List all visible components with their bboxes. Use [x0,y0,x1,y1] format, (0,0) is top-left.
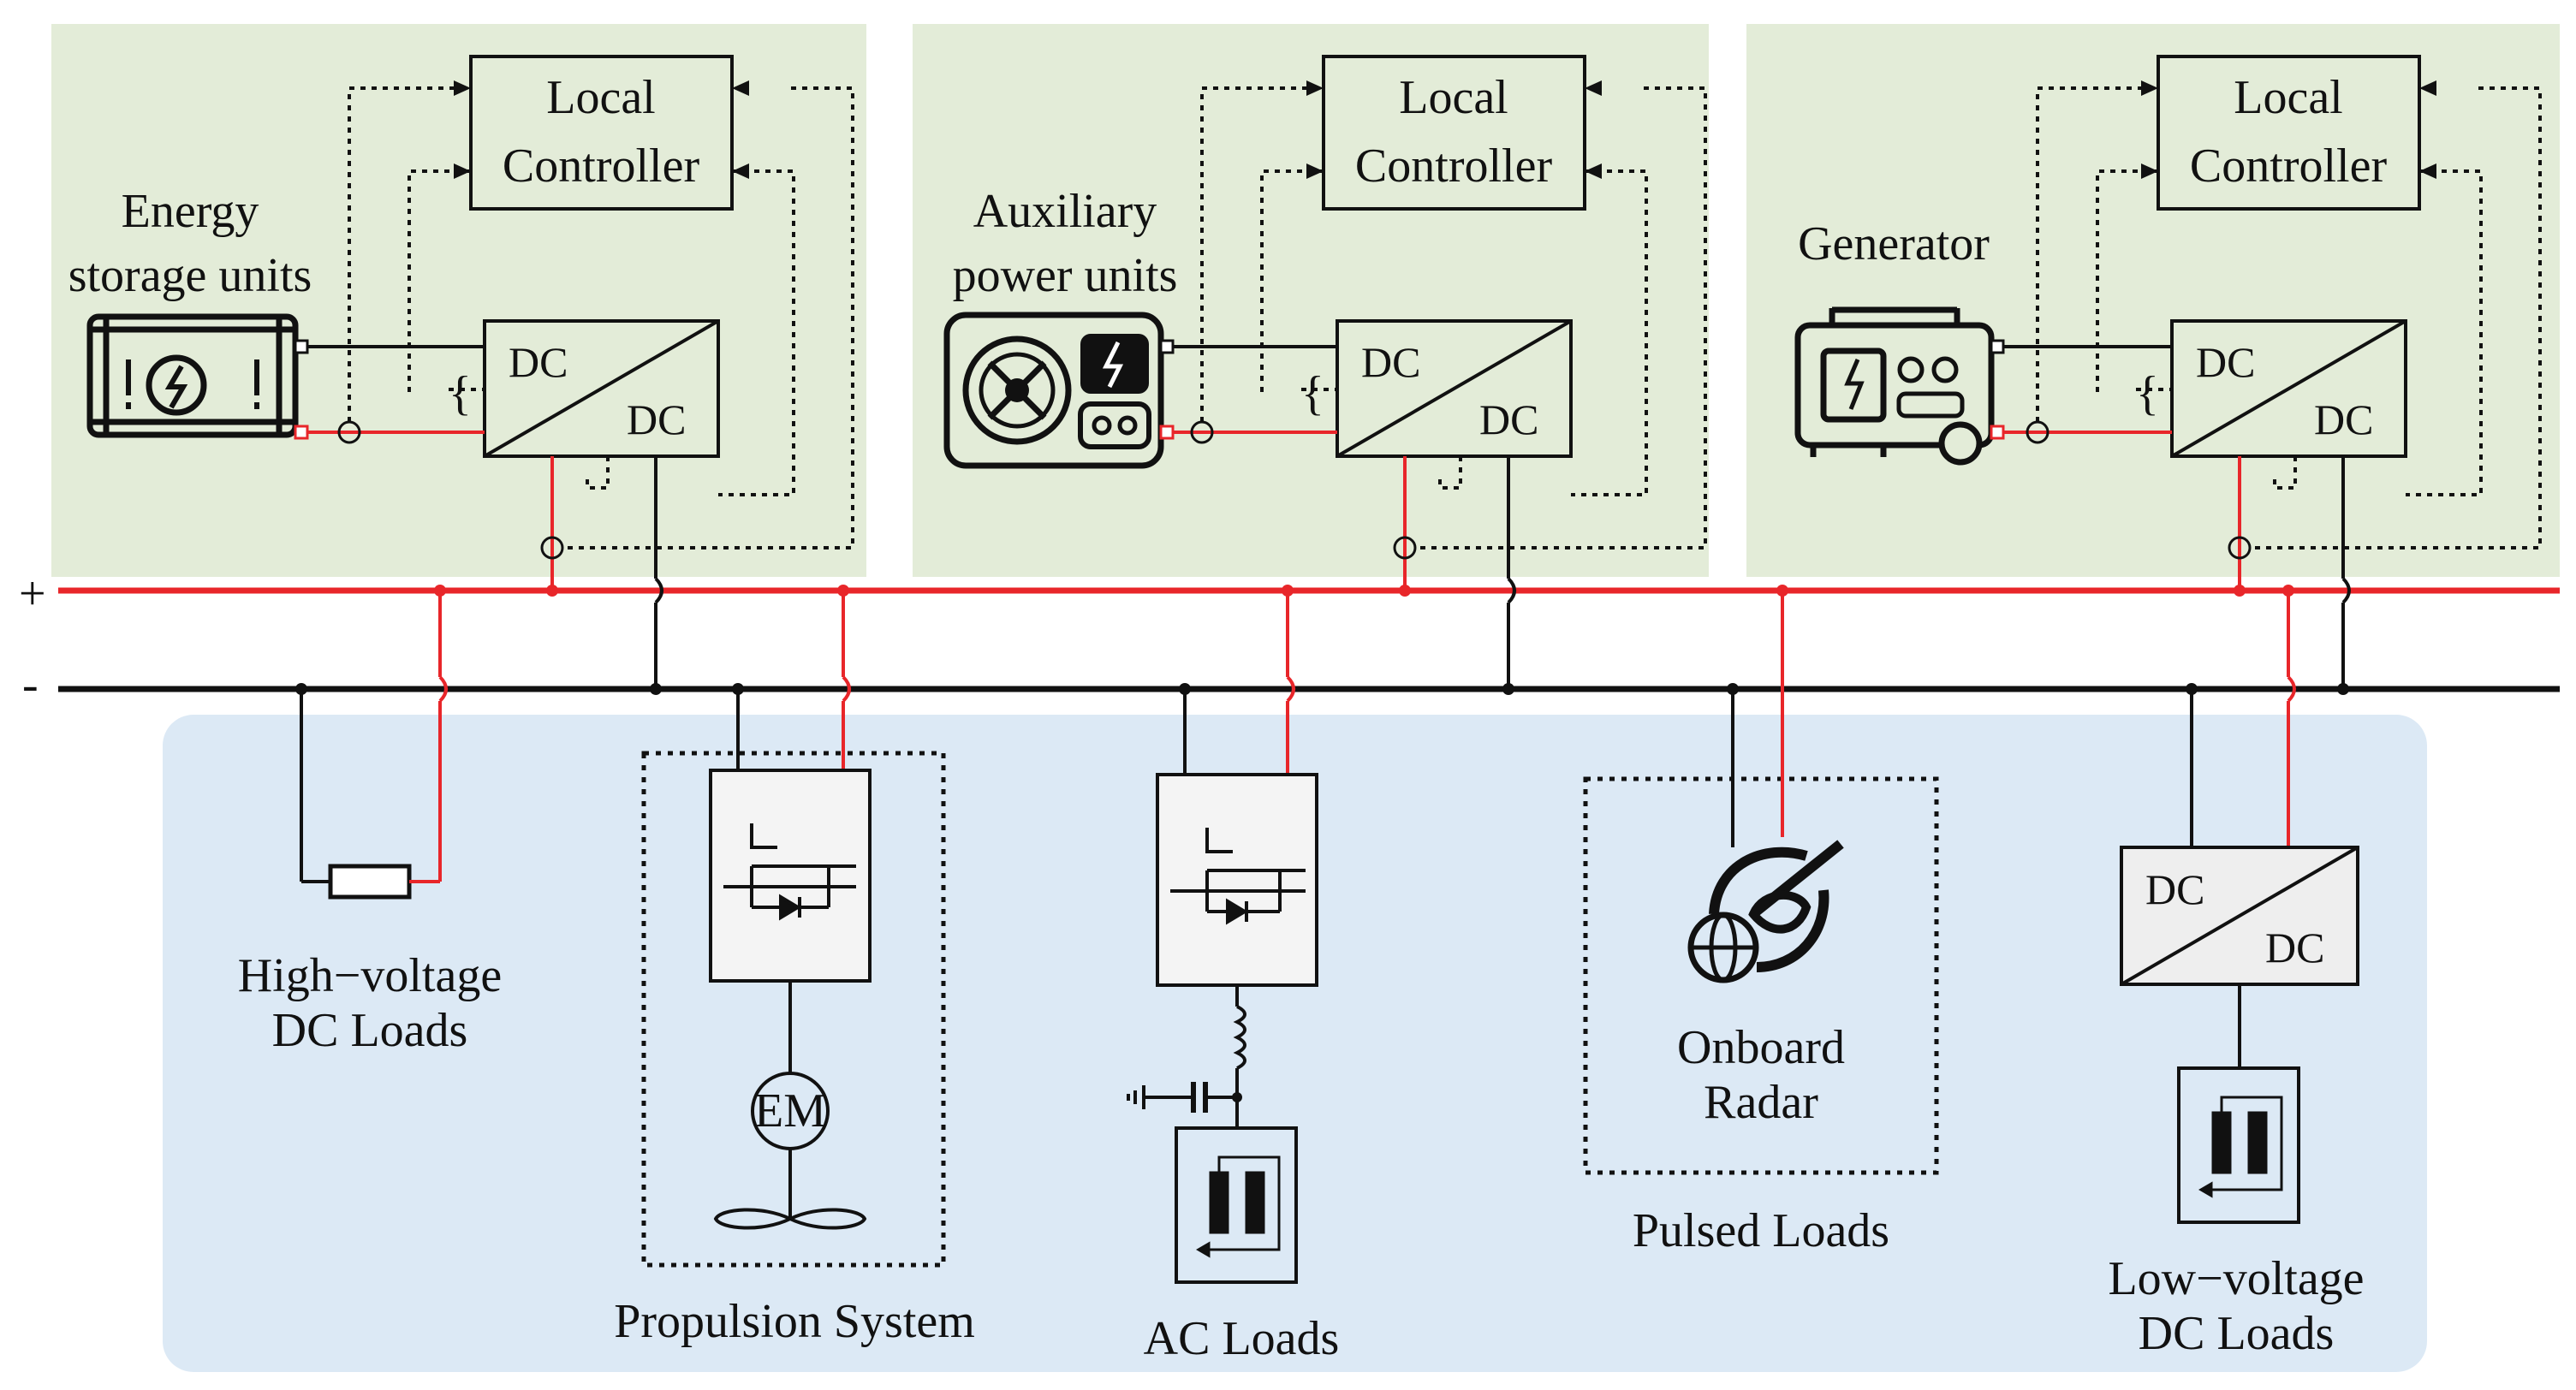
load-label: Pulsed Loads [1633,1204,1889,1257]
converter-output-label: DC [2265,924,2324,971]
controller-label-line2: Controller [1355,140,1553,193]
load-label-line1: High−voltage [238,949,502,1002]
converter-input-label: DC [509,338,568,386]
converter-input-label: DC [2196,338,2255,386]
dc-dc-converter: DC DC [2170,319,2407,458]
controller-label-line1: Local [2234,71,2342,124]
converter-output-label: DC [2314,395,2373,443]
propulsion-system: EM Propulsion System [614,585,975,1348]
inverter-icon [709,769,872,983]
load-label: AC Loads [1144,1312,1340,1365]
radar-label-line1: Onboard [1677,1021,1845,1074]
source-energy-storage: Energy storage units Local Controller DC [68,55,854,695]
controller-label-line1: Local [1399,71,1508,124]
controller-label-line2: Controller [2190,140,2388,193]
svg-text:{: { [1301,367,1324,420]
battery-icon [86,313,299,438]
source-label-line1: Generator [1798,217,1990,270]
load-label-line2: DC Loads [272,1004,468,1057]
svg-text:{: { [449,367,472,420]
load-label: Propulsion System [614,1295,975,1348]
igbt-icon [1170,828,1306,925]
local-controller [2157,55,2421,211]
source-label-line1: Auxiliary [973,185,1157,238]
svg-text:{: { [2136,367,2159,420]
controller-label-line2: Controller [503,140,700,193]
auxiliary-power-unit-icon [943,312,1164,469]
source-panel-generator [1746,24,2560,577]
positive-bus-label: + [19,567,46,621]
load-label-line2: DC Loads [2139,1307,2335,1360]
converter-output-label: DC [1479,395,1538,443]
converter-output-label: DC [627,395,686,443]
pulsed-load: Onboard Radar Pulsed Loads [1583,585,1939,1257]
source-generator: Generator Local Controller DC DC [1794,55,2542,695]
source-label-line2: power units [953,249,1178,302]
generator-icon [1794,306,1995,466]
local-controller [1322,55,1586,211]
negative-bus-label: - [22,658,39,711]
dc-dc-converter: DC DC [1336,319,1573,458]
low-voltage-dc-load: DC DC Low−voltage DC Loads [2108,585,2365,1360]
inductor-icon [1233,1005,1246,1070]
radar-icon [1687,840,1844,983]
load-device-icon [1175,1126,1298,1284]
high-voltage-dc-load: High−voltage DC Loads [238,585,502,1057]
converter-input-label: DC [2145,865,2204,913]
dc-dc-converter: DC DC [483,319,720,458]
igbt-icon [723,823,856,921]
source-label-line2: storage units [68,249,312,302]
converter-input-label: DC [1361,338,1420,386]
load-label-line1: Low−voltage [2108,1252,2364,1305]
load-device-icon [2177,1066,2300,1224]
local-controller [469,55,734,211]
resistor-icon [328,864,412,900]
inverter-icon [1156,773,1318,987]
source-auxiliary-power: Auxiliary power units Local Controller D… [943,55,1707,695]
controller-label-line1: Local [546,71,655,124]
radar-label-line2: Radar [1704,1076,1818,1129]
propeller-icon [713,1208,867,1230]
ac-load: AC Loads [1127,585,1340,1365]
dc-dc-converter: DC DC [2120,846,2359,986]
source-label-line1: Energy [122,185,259,238]
motor-label: EM [754,1084,826,1138]
